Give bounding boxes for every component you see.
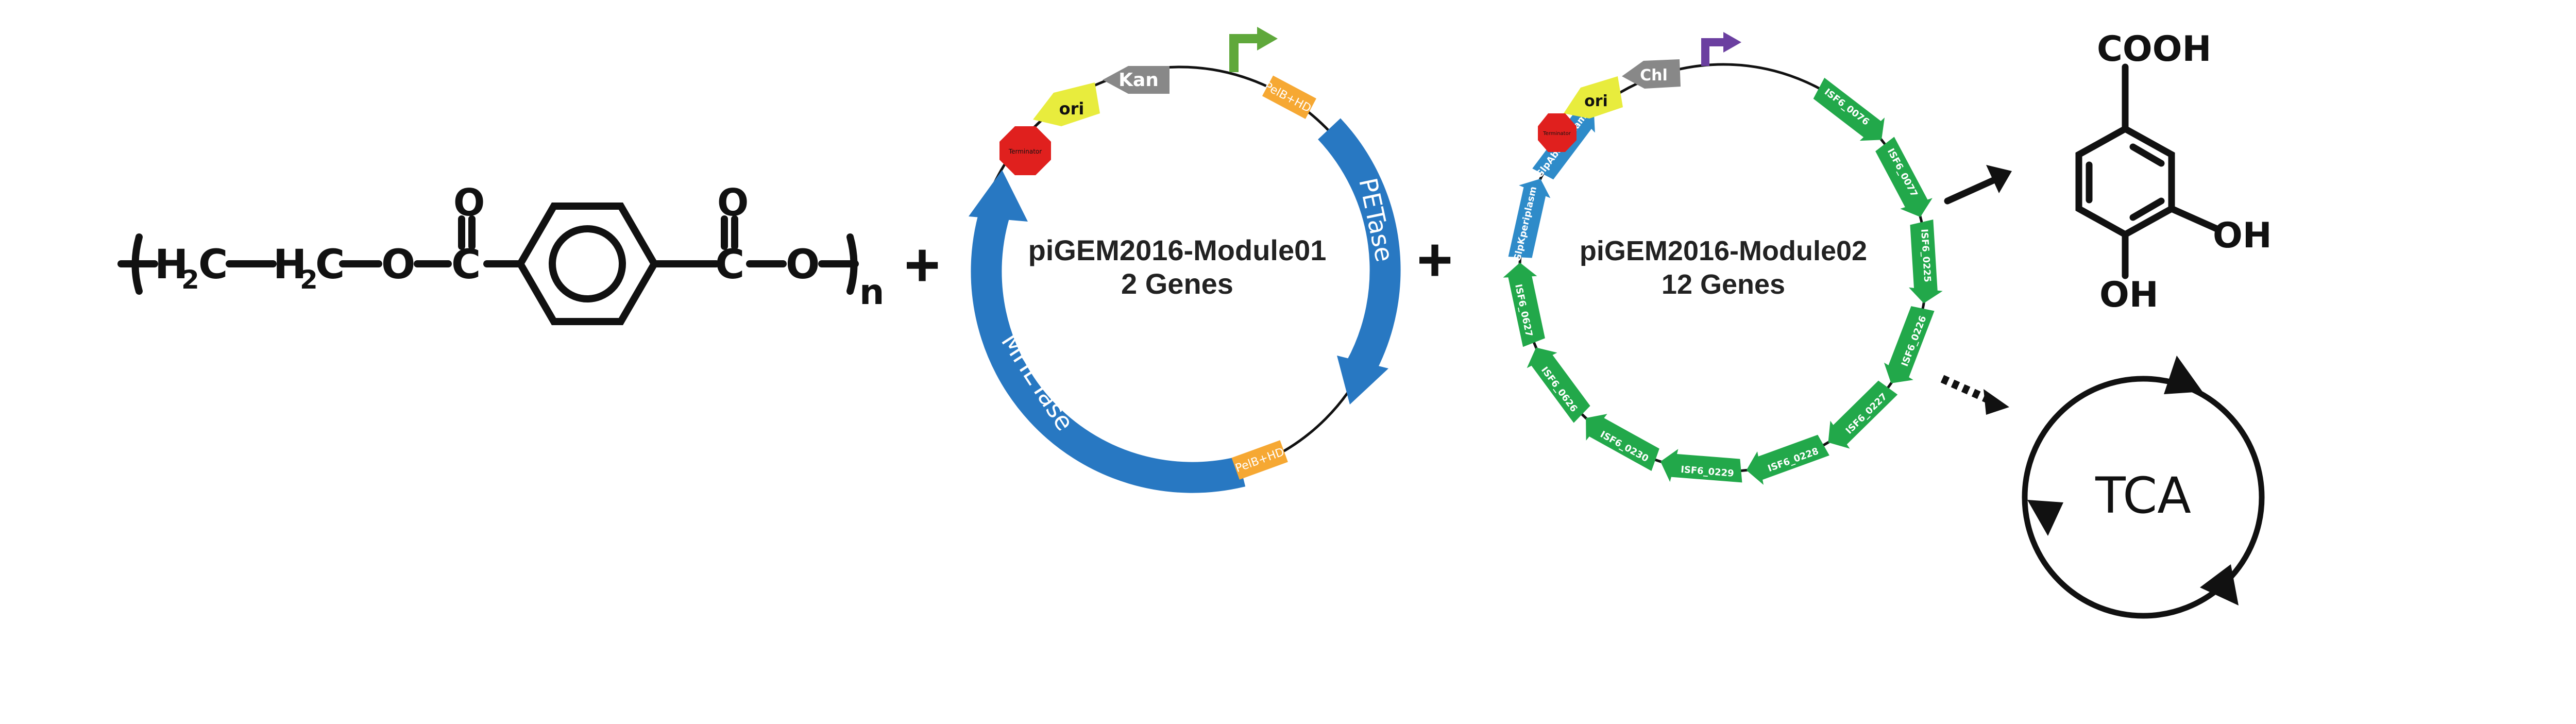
- terminator-label-2: Terminator: [1543, 131, 1571, 137]
- carbonyl-oxygen-2: O: [717, 181, 749, 224]
- ori-arrow-2: [1564, 76, 1623, 119]
- tca-cycle: TCA: [2022, 356, 2265, 619]
- repeat-subscript: n: [859, 272, 884, 313]
- mhetase-arrowhead: [969, 170, 1028, 222]
- ester-oxygen-2: O: [786, 242, 820, 288]
- carbonyl-carbon-1: C: [451, 242, 481, 288]
- gene-arrow: [1660, 449, 1742, 483]
- promoter-arrowhead-purple: [1723, 32, 1741, 53]
- tca-label: TCA: [2095, 467, 2191, 525]
- petase-gene-arc: [1318, 118, 1401, 376]
- module01-title: piGEM2016-Module01: [1028, 234, 1327, 266]
- terminator-octagon-2: [1538, 113, 1577, 152]
- gene-arrow: [1746, 434, 1829, 485]
- gene-arrow: [1828, 380, 1898, 449]
- gene-arrow: [1884, 306, 1935, 383]
- module01-subtitle: 2 Genes: [1121, 267, 1233, 300]
- gene-arrow: [1813, 77, 1885, 141]
- gene-arrow: [1527, 347, 1590, 423]
- gene-arrow: [1508, 178, 1551, 258]
- tca-arrowhead-right: [2200, 564, 2239, 605]
- carbonyl-carbon-2: C: [715, 242, 744, 288]
- benzene-aromatic-circle: [549, 225, 626, 302]
- promoter-arrow-green: [1229, 34, 1257, 72]
- ch2-sub: 2: [181, 265, 199, 295]
- pet-labels: H 2 C H 2 C O C O C O O n: [155, 181, 884, 313]
- protocatechuic-acid-structure: [2075, 63, 2222, 279]
- gene-arrow: [1586, 414, 1659, 472]
- kan-gene-arrow: [1103, 66, 1170, 94]
- kan-label: Kan: [1118, 70, 1159, 91]
- gene-arrow: [1503, 262, 1545, 347]
- gene-arrow: [1875, 137, 1933, 217]
- pca-bond-oh1: [2168, 205, 2222, 233]
- cooh-label: COOH: [2097, 29, 2211, 70]
- plasmid-module01: PelB+HD PelB+HD Kan ori Terminator PETas…: [969, 27, 1401, 493]
- ori-label-2: ori: [1584, 92, 1608, 110]
- right-bracket: [846, 233, 858, 295]
- plus-sign-2: +: [1417, 225, 1453, 294]
- benzene-ring: [516, 203, 659, 325]
- pet-polymer-structure: [117, 203, 859, 325]
- plasmid-module02: ISF6_0076ISF6_0077ISF6_0225ISF6_0226ISF6…: [1503, 32, 1943, 485]
- terminator-octagon: [999, 126, 1051, 175]
- solid-arrowhead: [1986, 165, 2012, 193]
- module02-subtitle: 12 Genes: [1662, 269, 1785, 300]
- pelb-bottom-box: [1231, 440, 1288, 480]
- plus-sign-1: +: [904, 230, 940, 299]
- terminator-label: Terminator: [1008, 148, 1042, 155]
- chl-label: Chl: [1640, 66, 1668, 85]
- carbonyl-oxygen-1: O: [453, 181, 485, 224]
- module02-title: piGEM2016-Module02: [1580, 235, 1867, 266]
- pca-labels: COOH OH OH: [2097, 29, 2272, 315]
- ch2b-c: C: [315, 242, 345, 288]
- ester-oxygen-1: O: [381, 242, 415, 288]
- ch2b-h: H: [273, 242, 307, 288]
- tca-arrowhead-top: [2164, 356, 2202, 394]
- ch2-c: C: [198, 242, 228, 288]
- petase-arrowhead: [1337, 356, 1388, 405]
- pca-double-bond: [2129, 143, 2165, 167]
- promoter-arrow-purple: [1701, 38, 1723, 66]
- mhetase-gene-arc: [971, 201, 1246, 493]
- pca-ring: [2075, 125, 2175, 239]
- ori-label: ori: [1059, 99, 1084, 119]
- promoter-arrowhead-green: [1257, 27, 1278, 50]
- chl-gene-arrow: [1622, 59, 1681, 89]
- oh-label-1: OH: [2213, 215, 2272, 256]
- dashed-arrowhead: [1984, 389, 2009, 415]
- ch2b-sub: 2: [300, 265, 318, 295]
- product-arrows: [1940, 165, 2012, 415]
- tca-circle: [2022, 376, 2265, 619]
- ch2-h: H: [155, 242, 188, 288]
- gene-arrow: [1909, 219, 1943, 304]
- pca-double-bond: [2129, 197, 2165, 221]
- solid-arrow-line: [1944, 174, 2003, 205]
- ori-arrow: [1033, 82, 1100, 126]
- oh-label-2: OH: [2099, 275, 2159, 315]
- tca-arrowhead-left: [2027, 500, 2063, 536]
- pelb-top-box: [1262, 75, 1316, 119]
